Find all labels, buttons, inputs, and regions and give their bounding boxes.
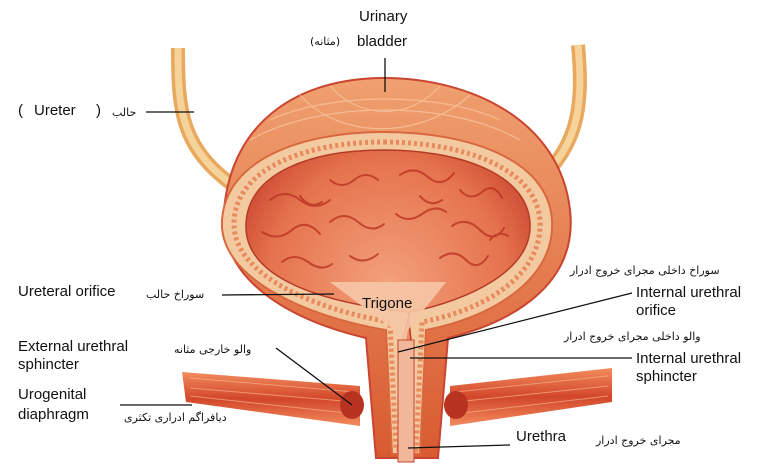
label-ureter-close: )	[96, 102, 101, 119]
label-urinary-bladder-fa: (مثانه)	[310, 33, 340, 50]
label-internal-sphincter-fa: والو داخلی مجرای خروج ادرار	[564, 328, 701, 345]
label-ureteral-orifice-fa: سوراخ حالب	[146, 286, 204, 303]
label-urogenital-fa: دیافراگم ادراری تکثری	[124, 409, 227, 426]
urogenital-diaphragm-right	[450, 368, 612, 426]
label-ureter-en: Ureter	[34, 102, 76, 119]
label-external-sphincter-line1: External urethral	[18, 338, 128, 355]
label-internal-orifice-fa: سوراخ داخلی مجرای خروج ادرار	[570, 262, 720, 279]
label-ureteral-orifice-en: Ureteral orifice	[18, 283, 116, 300]
label-urinary-bladder-line2: bladder	[357, 33, 407, 50]
label-internal-sphincter-line2: sphincter	[636, 368, 697, 385]
label-internal-orifice-line2: orifice	[636, 302, 676, 319]
label-urogenital-line1: Urogenital	[18, 386, 86, 403]
label-internal-sphincter-line1: Internal urethral	[636, 350, 741, 367]
label-urethra-fa: مجرای خروج ادرار	[596, 432, 681, 449]
label-external-sphincter-line2: sphincter	[18, 356, 79, 373]
label-urethra-en: Urethra	[516, 428, 566, 445]
label-urinary-bladder-line1: Urinary	[359, 8, 407, 25]
label-ureter-fa: حالب	[112, 104, 136, 121]
label-urogenital-line2: diaphragm	[18, 406, 89, 423]
label-trigone: Trigone	[362, 295, 412, 312]
label-external-sphincter-fa: والو خارجی مثانه	[174, 341, 251, 358]
label-ureter-open: (	[18, 102, 23, 119]
external-sphincter-right	[444, 391, 468, 419]
label-internal-orifice-line1: Internal urethral	[636, 284, 741, 301]
